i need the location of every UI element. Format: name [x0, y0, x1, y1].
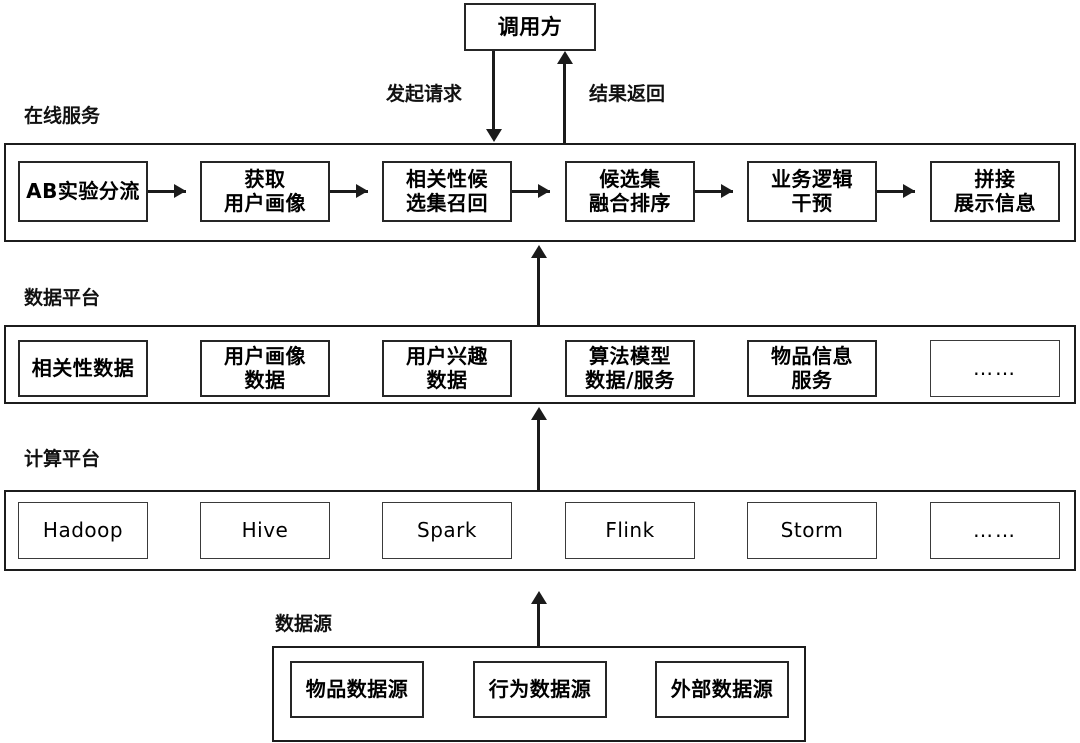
- layer-container-data-platform: [4, 325, 1076, 404]
- node-caller-label: 调用方: [497, 14, 563, 39]
- node-label: 物品数据源: [305, 676, 409, 701]
- node-label: ……: [973, 517, 1017, 542]
- node-external-data-source[interactable]: 外部数据源: [655, 661, 789, 718]
- node-label: 用户兴趣 数据: [406, 343, 488, 392]
- node-hive[interactable]: Hive: [200, 502, 330, 559]
- connector-line: [330, 190, 368, 193]
- node-label: 业务逻辑 干预: [771, 166, 853, 215]
- node-label: Spark: [417, 517, 477, 542]
- request-label: 发起请求: [386, 83, 463, 105]
- arrow-data-to-online-head: [531, 245, 547, 258]
- node-label: 拼接 展示信息: [954, 166, 1036, 215]
- node-label: 物品信息 服务: [771, 343, 853, 392]
- node-label: Hive: [241, 517, 289, 542]
- node-item-data-source[interactable]: 物品数据源: [290, 661, 424, 718]
- arrow-source-to-compute-line: [537, 604, 540, 646]
- node-label: 获取 用户画像: [224, 166, 306, 215]
- node-caller[interactable]: 调用方: [464, 3, 596, 51]
- connector-line: [512, 190, 550, 193]
- layer-label-online-service: 在线服务: [24, 105, 101, 127]
- response-arrow-head: [557, 51, 573, 64]
- node-label: ……: [973, 355, 1017, 380]
- node-item-info-service[interactable]: 物品信息 服务: [747, 340, 877, 397]
- layer-container-compute-platform: [4, 490, 1076, 571]
- node-storm[interactable]: Storm: [747, 502, 877, 559]
- node-business-logic-intervention[interactable]: 业务逻辑 干预: [747, 161, 877, 222]
- arrow-compute-to-data-line: [537, 420, 540, 490]
- node-user-interest-data[interactable]: 用户兴趣 数据: [382, 340, 512, 397]
- node-data-platform-more[interactable]: ……: [930, 340, 1060, 397]
- node-label: Flink: [605, 517, 655, 542]
- layer-label-data-source: 数据源: [275, 613, 333, 635]
- connector-line: [877, 190, 915, 193]
- response-arrow-line: [563, 64, 566, 143]
- node-assemble-display-info[interactable]: 拼接 展示信息: [930, 161, 1060, 222]
- layer-label-data-platform: 数据平台: [24, 287, 101, 309]
- node-label: Hadoop: [42, 517, 124, 542]
- node-label: 相关性数据: [31, 355, 135, 380]
- node-user-profile-data[interactable]: 用户画像 数据: [200, 340, 330, 397]
- arrow-compute-to-data-head: [531, 407, 547, 420]
- node-compute-platform-more[interactable]: ……: [930, 502, 1060, 559]
- connector-line: [148, 190, 186, 193]
- node-flink[interactable]: Flink: [565, 502, 695, 559]
- node-label: 用户画像 数据: [224, 343, 306, 392]
- connector-arrow: [721, 184, 733, 198]
- node-relevance-candidate-recall[interactable]: 相关性候 选集召回: [382, 161, 512, 222]
- node-label: AB实验分流: [26, 178, 140, 203]
- connector-arrow: [903, 184, 915, 198]
- node-label: 相关性候 选集召回: [406, 166, 488, 215]
- node-relevance-data[interactable]: 相关性数据: [18, 340, 148, 397]
- node-label: 候选集 融合排序: [589, 166, 671, 215]
- node-ab-test-split[interactable]: AB实验分流: [18, 161, 148, 222]
- request-arrow-line: [492, 51, 495, 129]
- layer-label-compute-platform: 计算平台: [24, 448, 101, 470]
- node-hadoop[interactable]: Hadoop: [18, 502, 148, 559]
- node-label: 外部数据源: [670, 676, 774, 701]
- response-label: 结果返回: [589, 83, 666, 105]
- connector-line: [695, 190, 733, 193]
- connector-arrow: [356, 184, 368, 198]
- node-fetch-user-profile[interactable]: 获取 用户画像: [200, 161, 330, 222]
- node-label: Storm: [780, 517, 844, 542]
- node-label: 算法模型 数据/服务: [585, 343, 675, 392]
- node-algorithm-model-data-service[interactable]: 算法模型 数据/服务: [565, 340, 695, 397]
- request-arrow-head: [486, 129, 502, 142]
- node-behavior-data-source[interactable]: 行为数据源: [473, 661, 607, 718]
- node-candidate-merge-rank[interactable]: 候选集 融合排序: [565, 161, 695, 222]
- arrow-source-to-compute-head: [531, 591, 547, 604]
- arrow-data-to-online-line: [537, 258, 540, 325]
- connector-arrow: [538, 184, 550, 198]
- node-spark[interactable]: Spark: [382, 502, 512, 559]
- connector-arrow: [174, 184, 186, 198]
- node-label: 行为数据源: [488, 676, 592, 701]
